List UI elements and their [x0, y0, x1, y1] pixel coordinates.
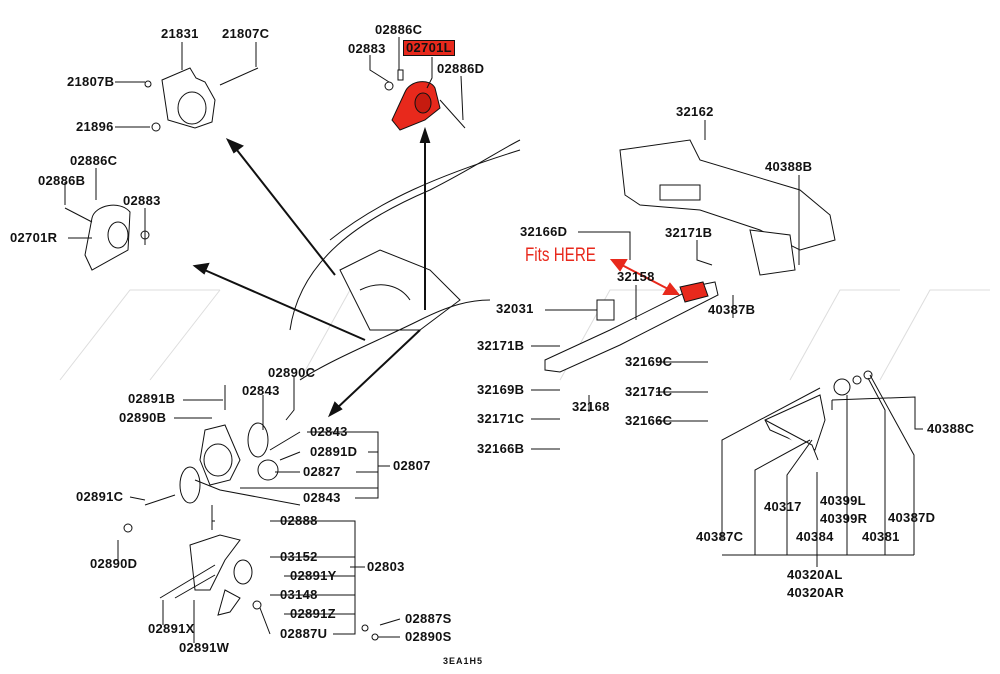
part-label-02886C[interactable]: 02886C: [375, 22, 423, 37]
part-label-32166D[interactable]: 32166D: [520, 224, 568, 239]
bracket-02803: [189, 505, 379, 641]
part-label-32168[interactable]: 32168: [572, 399, 610, 414]
mount-02807: [123, 385, 279, 533]
part-label-02886D[interactable]: 02886D: [437, 61, 485, 76]
part-label-02891D[interactable]: 02891D: [310, 444, 358, 459]
fits-here-annotation: Fits HERE: [525, 245, 596, 266]
location-arrows: [192, 126, 431, 418]
part-label-32171B[interactable]: 32171B: [477, 338, 525, 353]
part-label-02891B[interactable]: 02891B: [128, 391, 176, 406]
part-label-02887U[interactable]: 02887U: [280, 626, 328, 641]
part-label-32169C[interactable]: 32169C: [625, 354, 673, 369]
part-label-02883[interactable]: 02883: [123, 193, 161, 208]
part-label-02891Z[interactable]: 02891Z: [290, 606, 336, 621]
part-label-02701R[interactable]: 02701R: [10, 230, 58, 245]
part-label-40399L[interactable]: 40399L: [820, 493, 866, 508]
part-label-02891W[interactable]: 02891W: [179, 640, 230, 655]
part-label-03152[interactable]: 03152: [280, 549, 318, 564]
part-label-03148[interactable]: 03148: [280, 587, 318, 602]
part-label-32171B[interactable]: 32171B: [665, 225, 713, 240]
mount-02701L-highlighted: [384, 69, 466, 131]
part-label-32166C[interactable]: 32166C: [625, 413, 673, 428]
part-label-02843[interactable]: 02843: [303, 490, 341, 505]
part-label-02883[interactable]: 02883: [348, 41, 386, 56]
part-label-02843[interactable]: 02843: [310, 424, 348, 439]
watermark: [59, 289, 990, 381]
part-label-40384[interactable]: 40384: [796, 529, 834, 544]
diagram-code: 3EA1H5: [443, 656, 484, 666]
mount-02701R: [64, 204, 150, 271]
part-label-02887S[interactable]: 02887S: [405, 611, 452, 626]
part-label-02843[interactable]: 02843: [242, 383, 280, 398]
part-label-21807C[interactable]: 21807C: [222, 26, 270, 41]
part-label-32166B[interactable]: 32166B: [477, 441, 525, 456]
part-label-32169B[interactable]: 32169B: [477, 382, 525, 397]
part-label-40387D[interactable]: 40387D: [888, 510, 936, 525]
crossmember-32162: [619, 139, 836, 276]
part-label-32171C[interactable]: 32171C: [625, 384, 673, 399]
part-label-21896[interactable]: 21896: [76, 119, 114, 134]
part-label-02890D[interactable]: 02890D: [90, 556, 138, 571]
part-label-02886C[interactable]: 02886C: [70, 153, 118, 168]
part-label-40388C[interactable]: 40388C: [927, 421, 975, 436]
mount-21831: [144, 67, 259, 132]
part-label-02891X[interactable]: 02891X: [148, 621, 195, 636]
part-label-40381[interactable]: 40381: [862, 529, 900, 544]
part-label-40320AR[interactable]: 40320AR: [787, 585, 845, 600]
part-label-40399R[interactable]: 40399R: [820, 511, 868, 526]
part-label-02891Y[interactable]: 02891Y: [290, 568, 337, 583]
part-label-02891C[interactable]: 02891C: [76, 489, 124, 504]
part-label-32171C[interactable]: 32171C: [477, 411, 525, 426]
part-label-02888[interactable]: 02888: [280, 513, 318, 528]
part-label-40388B[interactable]: 40388B: [765, 159, 813, 174]
fits-here-arrow: [609, 259, 681, 295]
part-label-02886B[interactable]: 02886B: [38, 173, 86, 188]
part-label-02890B[interactable]: 02890B: [119, 410, 167, 425]
part-label-02701L-highlighted[interactable]: 02701L: [403, 40, 455, 56]
part-label-32158[interactable]: 32158: [617, 269, 655, 284]
part-label-02807[interactable]: 02807: [393, 458, 431, 473]
part-label-21807B[interactable]: 21807B: [67, 74, 115, 89]
crossmember-32158: [544, 281, 719, 373]
part-label-40387C[interactable]: 40387C: [696, 529, 744, 544]
part-label-32031[interactable]: 32031: [496, 301, 534, 316]
leader-lines: [64, 37, 923, 643]
part-label-40320AL[interactable]: 40320AL: [787, 567, 843, 582]
part-label-21831[interactable]: 21831: [161, 26, 199, 41]
part-label-40317[interactable]: 40317: [764, 499, 802, 514]
part-label-02890S[interactable]: 02890S: [405, 629, 452, 644]
part-label-02890C[interactable]: 02890C: [268, 365, 316, 380]
vehicle-body-outline: [289, 139, 521, 381]
lower-arm-40320: [764, 370, 873, 461]
part-label-02827[interactable]: 02827: [303, 464, 341, 479]
part-label-02803[interactable]: 02803: [367, 559, 405, 574]
part-label-40387B[interactable]: 40387B: [708, 302, 756, 317]
part-label-32162[interactable]: 32162: [676, 104, 714, 119]
